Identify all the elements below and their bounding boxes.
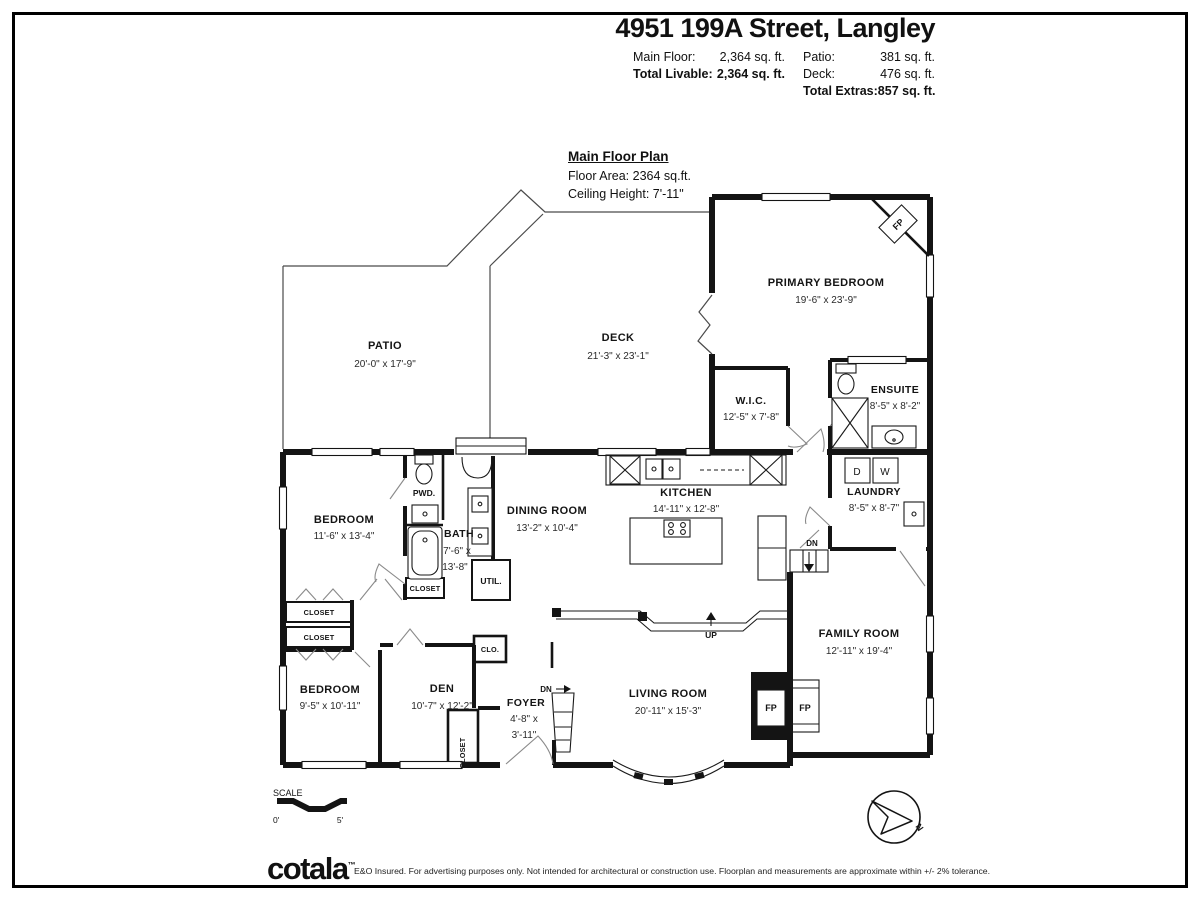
brand-tm: ™ (347, 860, 356, 870)
doors (295, 406, 926, 765)
room-ensuite-name: ENSUITE (871, 384, 919, 396)
room-foyer-dims2: 3'-11" (512, 730, 537, 741)
north-label: N (913, 822, 925, 833)
scale-label: SCALE (273, 788, 303, 798)
interior-walls (283, 358, 930, 765)
stat-value: 476 sq. ft. (880, 67, 935, 81)
outdoor-outlines (282, 189, 712, 449)
room-bedroom2-dims: 9'-5" x 10'-11" (300, 701, 361, 712)
scale-start: 0' (273, 815, 280, 825)
stat-total-livable: Total Livable: 2,364 sq. ft. (633, 67, 785, 81)
stairs (551, 549, 829, 753)
washer-label: W (880, 467, 890, 478)
stat-main-floor: Main Floor: 2,364 sq. ft. (633, 50, 785, 64)
page-title: 4951 199A Street, Langley (615, 13, 935, 43)
disclaimer-text: E&O Insured. For advertising purposes on… (354, 866, 991, 876)
pwd-label: PWD. (413, 488, 435, 498)
stat-label: Main Floor: (633, 50, 696, 64)
room-primary-name: PRIMARY BEDROOM (768, 277, 885, 289)
stat-deck: Deck: 476 sq. ft. (803, 67, 935, 81)
fixtures (407, 363, 925, 581)
fireplaces: FP FP FP (751, 198, 930, 740)
room-foyer-name: FOYER (507, 697, 545, 709)
room-bedroom1-dims: 11'-6" x 13'-4" (314, 531, 375, 542)
room-foyer-dims1: 4'-8" x (510, 714, 538, 725)
room-bedroom1-name: BEDROOM (314, 514, 374, 526)
brand-text: cotala (267, 851, 349, 886)
room-laundry-dims: 8'-5" x 8'-7" (849, 503, 900, 514)
room-wic-dims: 12'-5" x 7'-8" (723, 412, 779, 423)
page-border (12, 12, 1188, 888)
room-labels: PATIO 20'-0" x 17'-9" DECK 21'-3" x 23'-… (300, 277, 921, 741)
stat-label: Total Extras: (803, 84, 878, 98)
room-bedroom2-name: BEDROOM (300, 684, 360, 696)
plan-ceiling-height: Ceiling Height: 7'-11" (568, 186, 684, 201)
dn-foyer-label: DN (540, 685, 552, 694)
up-label: UP (705, 630, 717, 640)
dryer-label: D (853, 467, 860, 478)
closet-bath-label: CLOSET (410, 584, 441, 593)
util-label: UTIL. (480, 576, 501, 586)
room-den-name: DEN (430, 683, 454, 695)
room-primary-dims: 19'-6" x 23'-9" (795, 295, 857, 306)
plan-info-block: Main Floor Plan Floor Area: 2364 sq.ft. … (568, 147, 691, 203)
clo-label: CLO. (481, 645, 499, 654)
fp-label-family: FP (799, 703, 811, 713)
room-dining-dims: 13'-2" x 10'-4" (516, 523, 578, 534)
room-dining-name: DINING ROOM (507, 505, 587, 517)
closet2-label: CLOSET (304, 633, 335, 642)
north-compass-icon: N (867, 790, 925, 844)
dn-laundry-label: DN (806, 539, 818, 548)
stat-total-extras: Total Extras: 857 sq. ft. (803, 84, 935, 98)
plan-floor-area: Floor Area: 2364 sq.ft. (568, 168, 691, 183)
stat-value: 2,364 sq. ft. (719, 50, 785, 64)
room-deck-dims: 21'-3" x 23'-1" (587, 351, 649, 362)
room-bath-name: BATH (444, 528, 474, 540)
room-family-dims: 12'-11" x 19'-4" (826, 646, 893, 657)
room-kitchen-dims: 14'-11" x 12'-8" (653, 504, 720, 515)
room-living-name: LIVING ROOM (629, 688, 707, 700)
stat-value: 381 sq. ft. (880, 50, 935, 64)
room-den-dims: 10'-7" x 12'-2" (411, 701, 473, 712)
room-patio-dims: 20'-0" x 17'-9" (354, 359, 416, 370)
room-bath-dims2: 13'-8" (442, 562, 468, 573)
area-stats: Main Floor: 2,364 sq. ft. Total Livable:… (633, 50, 935, 98)
closet-foyer-label: CLOSET (458, 737, 467, 768)
closet1-label: CLOSET (304, 608, 335, 617)
stat-value: 2,364 sq. ft. (716, 67, 785, 81)
stat-label: Deck: (803, 67, 835, 81)
plan-title: Main Floor Plan (568, 149, 669, 164)
room-bath-dims1: 7'-6" x (443, 546, 471, 557)
stats-right-column: Patio: 381 sq. ft. Deck: 476 sq. ft. Tot… (803, 50, 935, 98)
room-kitchen-name: KITCHEN (660, 487, 712, 499)
stat-label: Patio: (803, 50, 835, 64)
room-living-dims: 20'-11" x 15'-3" (635, 706, 702, 717)
stat-value: 857 sq. ft. (877, 84, 936, 98)
room-deck-name: DECK (602, 332, 635, 344)
stat-patio: Patio: 381 sq. ft. (803, 50, 935, 64)
room-laundry-name: LAUNDRY (847, 486, 901, 498)
room-family-name: FAMILY ROOM (819, 628, 900, 640)
room-patio-name: PATIO (368, 340, 402, 352)
scale-bar: SCALE 0' 5' (273, 788, 347, 825)
brand-logo: cotala™ (267, 851, 356, 887)
room-wic-name: W.I.C. (736, 395, 767, 407)
small-labels: PWD. UTIL. CLOSET CLOSET CLOSET CLO. CLO… (304, 467, 891, 768)
room-ensuite-dims: 8'-5" x 8'-2" (870, 401, 921, 412)
fp-label-living: FP (765, 703, 777, 713)
stat-label: Total Livable: (633, 67, 713, 81)
scale-end: 5' (337, 815, 344, 825)
stats-left-column: Main Floor: 2,364 sq. ft. Total Livable:… (633, 50, 785, 98)
